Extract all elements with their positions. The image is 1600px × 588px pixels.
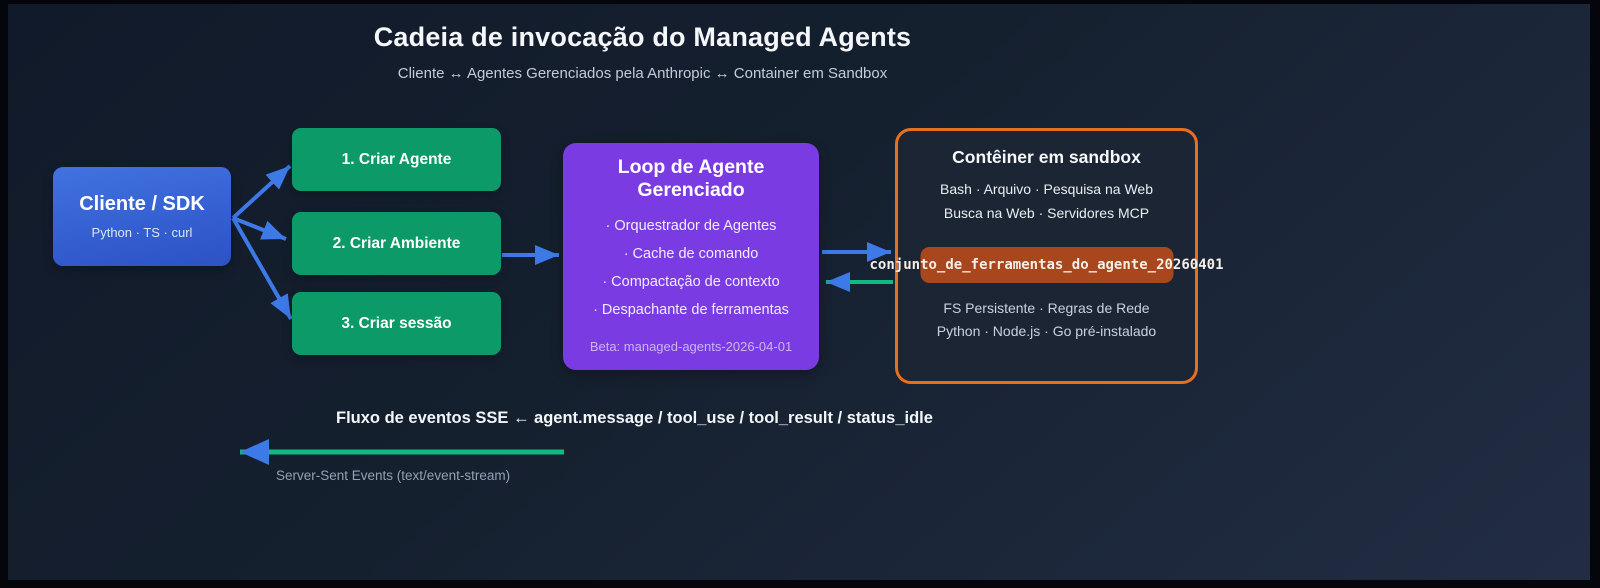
arrow-client-to-step3 [231, 217, 293, 320]
sse-events-caption: Server-Sent Events (text/event-stream) [276, 468, 511, 483]
client-sdk-subtitle: Python · TS · curl [91, 225, 193, 240]
sandbox-container-node: Contêiner em sandbox Bash · Arquivo · Pe… [869, 128, 1224, 384]
sandbox-title: Contêiner em sandbox [952, 147, 1141, 167]
sandbox-tools-line-1: Bash · Arquivo · Pesquisa na Web [940, 181, 1153, 197]
toolkit-badge-pill [920, 247, 1173, 283]
loop-item-prompt-cache: · Cache de comando [623, 246, 759, 262]
sse-events-label: Fluxo de eventos SSE ← agent.message / t… [336, 409, 933, 427]
arrow-client-to-step2 [232, 216, 287, 241]
sandbox-runtime-line-1: FS Persistente · Regras de Rede [943, 300, 1150, 316]
managed-agent-loop-items: · Orquestrador de Agentes · Cache de com… [563, 212, 819, 324]
step-create-session-label: 3. Criar sessão [341, 314, 452, 332]
loop-item-context-compaction: · Compactação de contexto [602, 274, 780, 290]
loop-item-orchestrator: · Orquestrador de Agentes [605, 218, 777, 234]
client-sdk-title: Cliente / SDK [79, 193, 205, 215]
diagram-header: Cadeia de invocação do Managed Agents Cl… [0, 22, 1285, 82]
toolkit-badge-wrap: conjunto_de_ferramentas_do_agente_202604… [869, 247, 1224, 283]
client-sdk-node: Cliente / SDK Python · TS · curl [53, 167, 231, 266]
managed-agent-loop-node: Loop de Agente Gerenciado · Orquestrador… [563, 143, 819, 370]
step-create-environment-label: 2. Criar Ambiente [332, 234, 461, 252]
toolkit-badge-label: conjunto_de_ferramentas_do_agente_202604… [869, 257, 1224, 273]
loop-item-tool-dispatcher: · Despachante de ferramentas [593, 302, 789, 318]
arrow-client-to-step1 [231, 164, 292, 220]
diagram-title: Cadeia de invocação do Managed Agents [373, 22, 912, 52]
diagram-subtitle: Cliente ↔ Agentes Gerenciados pela Anthr… [397, 65, 888, 82]
sandbox-runtime-line-2: Python · Node.js · Go pré-instalado [936, 323, 1157, 339]
step-create-agent-node: 1. Criar Agente [292, 128, 501, 191]
step-create-environment-node: 2. Criar Ambiente [292, 212, 501, 275]
sandbox-tools-line-2: Busca na Web · Servidores MCP [943, 205, 1150, 221]
step-create-agent-label: 1. Criar Agente [341, 150, 452, 168]
step-create-session-node: 3. Criar sessão [292, 292, 501, 355]
loop-beta-version: Beta: managed-agents-2026-04-01 [589, 339, 793, 354]
managed-agent-loop-title: Loop de Agente Gerenciado [617, 156, 765, 201]
